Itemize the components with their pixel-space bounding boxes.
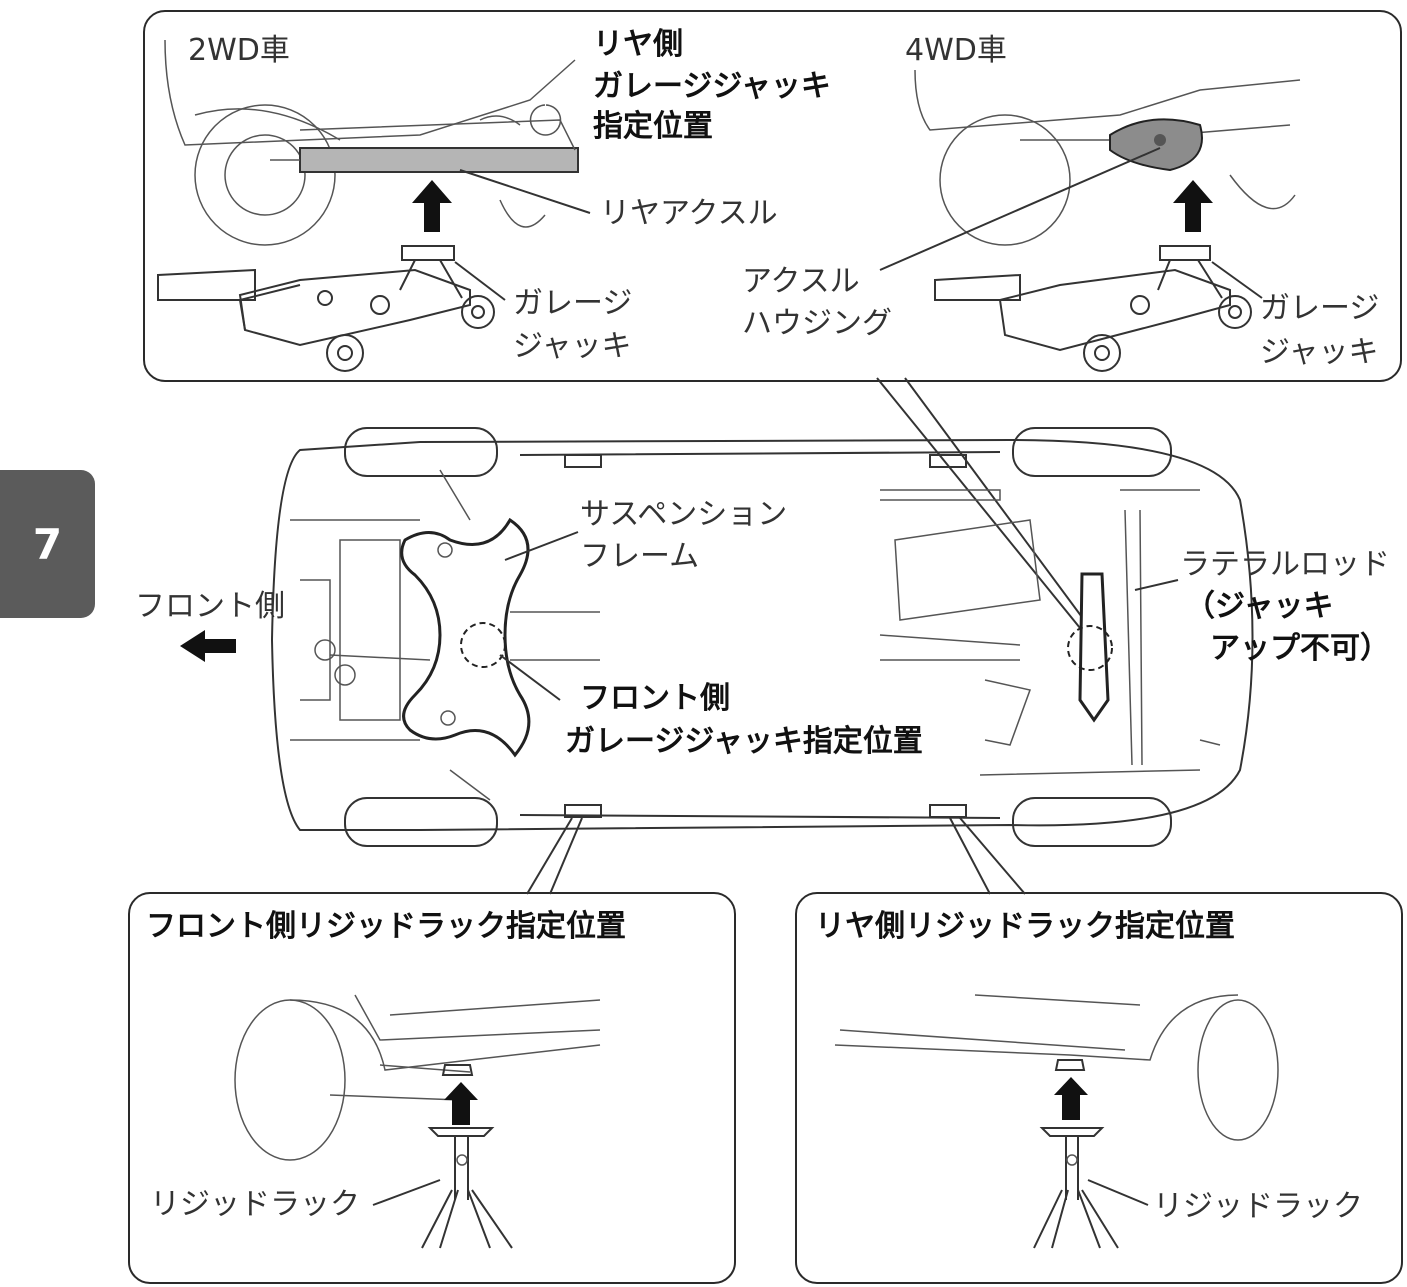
garage-jack-right-line1: ガレージ (1260, 291, 1380, 326)
4wd-jack-arrow (1173, 180, 1213, 232)
axle-housing-line2: ハウジング (742, 306, 892, 341)
garage-jack-left-line1: ガレージ (513, 286, 633, 321)
vehicle-underbody (270, 427, 1254, 847)
rear-rigid-rack-illustration (834, 994, 1279, 1249)
2wd-leader-lines (454, 169, 591, 301)
rear-callout-wedge (876, 377, 1091, 629)
bottom-callout-wedges (526, 817, 1026, 895)
no-jackup-line1: （ジャッキ (1185, 589, 1334, 624)
2wd-garage-jack (157, 245, 495, 372)
4wd-title: 4WD車 (905, 33, 1007, 68)
rear-rigid-rack-panel (795, 892, 1403, 1284)
lateral-rod-label: ラテラルロッド (1180, 547, 1390, 582)
front-rigid-rack-title: フロント側リジッドラック指定位置 (146, 909, 626, 944)
front-jack-point-marker (460, 622, 506, 668)
2wd-jack-arrow (412, 180, 452, 232)
garage-jack-left-line2: ジャッキ (513, 329, 632, 364)
rear-axle-label: リヤアクスル (600, 196, 778, 231)
axle-housing-line1: アクスル (742, 264, 860, 299)
front-rigid-rack-panel (128, 892, 736, 1284)
2wd-rear-illustration (164, 39, 579, 246)
front-jack-label-line1: フロント側 (580, 681, 730, 716)
front-rigid-rack-label: リジッドラック (150, 1187, 360, 1222)
rear-jack-label-line1: リヤ側 (593, 27, 683, 62)
rear-jack-label-line2: ガレージジャッキ (593, 69, 831, 104)
4wd-garage-jack (934, 245, 1252, 372)
rear-jack-label-line3: 指定位置 (593, 109, 713, 144)
no-jackup-line2: アップ不可） (1210, 631, 1390, 666)
rear-rigid-rack-label: リジッドラック (1153, 1189, 1363, 1224)
2wd-title: 2WD車 (188, 33, 290, 68)
middle-leader-lines (499, 531, 1179, 701)
front-side-label: フロント側 (135, 589, 285, 624)
suspension-frame-line2: フレーム (580, 539, 700, 574)
garage-jack-right-line2: ジャッキ (1260, 335, 1379, 370)
rear-rigid-rack-title: リヤ側リジッドラック指定位置 (815, 909, 1235, 944)
4wd-rear-illustration (914, 69, 1301, 246)
front-direction-arrow (180, 630, 236, 662)
suspension-frame-line1: サスペンション (580, 497, 788, 532)
rear-jack-point-marker (1067, 625, 1113, 671)
chapter-tab: 7 (0, 470, 95, 618)
front-jack-label-line2: ガレージジャッキ指定位置 (565, 724, 923, 759)
front-rigid-rack-illustration (234, 994, 601, 1249)
4wd-leader-lines (879, 147, 1263, 299)
